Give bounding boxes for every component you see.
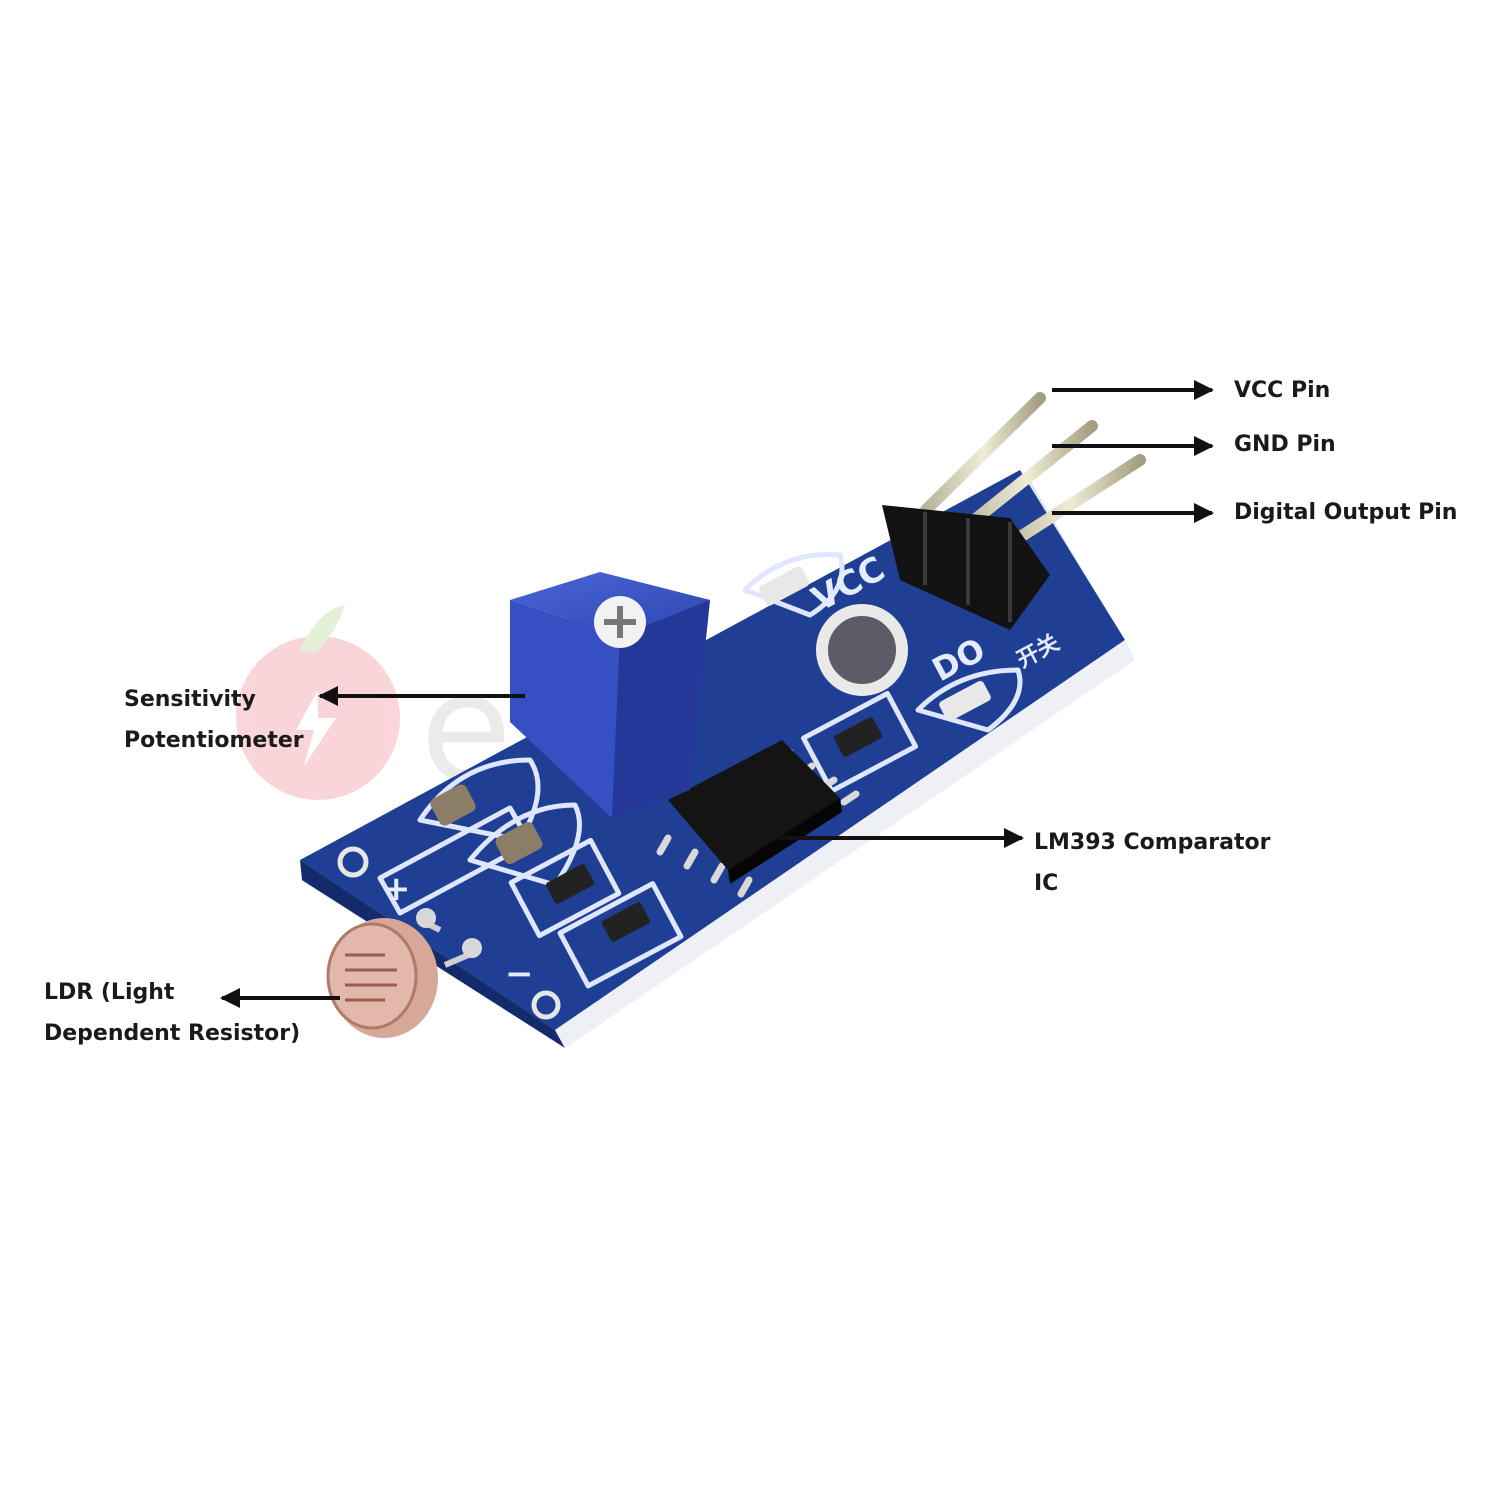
ldr-sensor xyxy=(326,908,482,1038)
label-vcc-pin: VCC Pin xyxy=(1234,370,1330,411)
label-ldr-line2: Dependent Resistor) xyxy=(44,1021,301,1046)
berry-logo-icon xyxy=(236,636,400,800)
label-comparator-line2: IC xyxy=(1034,871,1059,896)
pin-header xyxy=(882,392,1146,630)
watermark-logo xyxy=(236,605,400,800)
board-marking-plus: + xyxy=(382,869,411,909)
label-vcc-text: VCC Pin xyxy=(1234,378,1331,403)
label-gnd-text: GND Pin xyxy=(1234,432,1336,457)
label-gnd-pin: GND Pin xyxy=(1234,424,1336,465)
label-digital-output-pin: Digital Output Pin xyxy=(1234,492,1457,533)
smd-resistor-1 xyxy=(545,864,595,904)
led-power xyxy=(759,566,809,606)
label-potentiometer-line2: Potentiometer xyxy=(124,728,304,753)
board-marking-minus: − xyxy=(505,954,534,994)
smd-capacitor-1 xyxy=(430,784,476,826)
smd-capacitor-2 xyxy=(495,822,543,864)
ic-lm393 xyxy=(656,740,860,898)
label-ldr: LDR (Light Dependent Resistor) xyxy=(44,972,300,1054)
mount-hole-bottom xyxy=(531,990,561,1020)
label-sensitivity-potentiometer: Sensitivity Potentiometer xyxy=(124,679,304,761)
led-switch xyxy=(939,680,991,722)
label-lm393-comparator: LM393 Comparator IC xyxy=(1034,822,1270,904)
mount-hole-large xyxy=(816,604,908,696)
mount-hole-left xyxy=(337,846,369,878)
smd-resistor-3 xyxy=(833,717,883,757)
potentiometer xyxy=(510,572,710,818)
label-comparator-line1: LM393 Comparator xyxy=(1034,830,1271,855)
label-potentiometer-line1: Sensitivity xyxy=(124,687,256,712)
smd-resistor-2 xyxy=(601,902,651,942)
label-ldr-line1: LDR (Light xyxy=(44,980,175,1005)
pcb-board: VCC DO 开关 + − xyxy=(300,470,1135,1048)
label-digital-output-text: Digital Output Pin xyxy=(1234,500,1458,525)
